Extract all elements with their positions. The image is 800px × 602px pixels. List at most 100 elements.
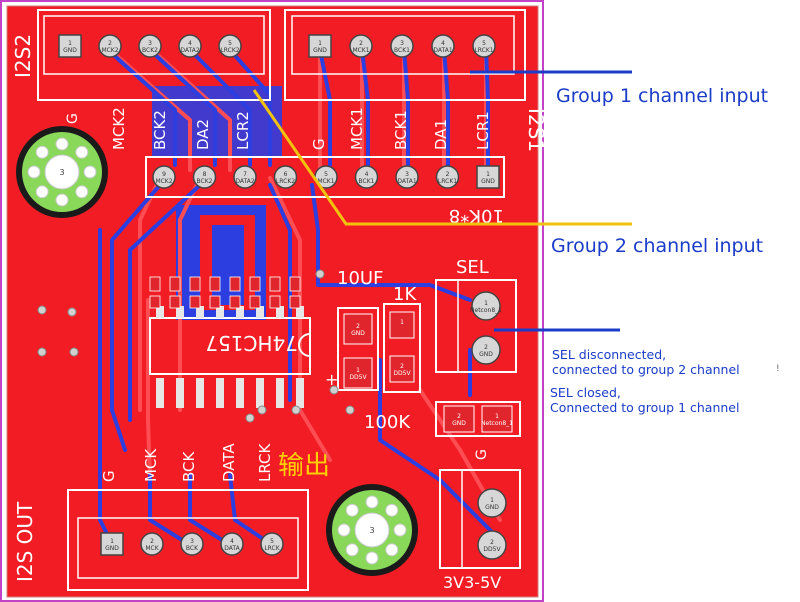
pad-name: GND <box>479 351 493 358</box>
chip-leg <box>196 306 204 318</box>
via <box>345 405 355 415</box>
pad-name: DD5V <box>483 546 501 553</box>
pad-number: 2 <box>490 539 494 546</box>
annotation-group1: Group 1 channel input <box>556 85 769 107</box>
hole-via <box>385 543 399 557</box>
pad-name: DATA1 <box>433 47 452 54</box>
pad-number: 1 <box>484 300 488 307</box>
pad-name: LRCK2 <box>276 178 295 185</box>
hole-via <box>55 193 69 207</box>
header-label: LCR1 <box>474 111 492 150</box>
header-label: DA2 <box>194 119 212 150</box>
pad-name: DD5V <box>349 374 367 381</box>
pad-name: GND <box>351 330 365 337</box>
silk-i2s-out: I2S OUT <box>13 501 37 582</box>
silk-g-left: G <box>65 113 81 124</box>
hole-via <box>337 523 351 537</box>
header-label: BCK1 <box>392 110 410 150</box>
pad-name: Netcon8_1 <box>470 307 502 314</box>
chip-leg <box>156 306 164 318</box>
mounting-hole-left: 3 <box>16 126 108 218</box>
hole-label: 3 <box>59 168 64 177</box>
pad-number: 3 <box>400 40 404 47</box>
pad-number: 5 <box>228 40 232 47</box>
hole-via <box>83 165 97 179</box>
pad-name: Netcon8_1 <box>481 420 513 427</box>
array-pad <box>149 276 161 292</box>
smd-pad: 1 <box>389 311 415 339</box>
pad-name: DATA <box>224 545 240 552</box>
output-label: MCK <box>142 448 160 482</box>
chip-leg <box>256 306 264 318</box>
hole-via <box>75 185 89 199</box>
pad-number: 2 <box>108 40 112 47</box>
pad-name: GND <box>313 47 327 54</box>
via <box>245 413 255 423</box>
output-label: BCK <box>180 450 198 482</box>
pad-name: GND <box>105 545 119 552</box>
silk-voltage: 3V3-5V <box>443 573 501 592</box>
pad-name: DATA2 <box>235 178 254 185</box>
leader-group2 <box>252 89 632 226</box>
array-pad <box>189 295 201 309</box>
array-pad <box>149 295 161 309</box>
pad-name: DATA2 <box>180 47 199 54</box>
hole-via <box>393 523 407 537</box>
pad-name: BCK2 <box>197 178 213 185</box>
annotation-sel-disconnected-line2: connected to group 2 channel <box>552 362 740 377</box>
array-pad <box>229 295 241 309</box>
pad-number: 3 <box>148 40 152 47</box>
chip-leg <box>296 306 304 318</box>
pad-name: BCK2 <box>142 47 158 54</box>
pad-name: MCK <box>145 545 159 552</box>
via <box>37 305 47 315</box>
pad-name: LRCK1 <box>438 178 457 185</box>
annotation-sel-closed-line2: Connected to group 1 channel <box>550 400 740 415</box>
hole-via <box>55 137 69 151</box>
pad-number: 4 <box>365 171 369 178</box>
pad-number: 4 <box>188 40 192 47</box>
pad-name: BCK <box>186 545 199 552</box>
pad-number: 1 <box>400 319 404 326</box>
pad-number: 2 <box>356 323 360 330</box>
annotation-sel-disconnected-line1: SEL disconnected, <box>552 347 667 362</box>
pad-number: 2 <box>359 40 363 47</box>
pad-number: 4 <box>230 538 234 545</box>
pad-name: GND <box>485 504 499 511</box>
silk-sel: SEL <box>456 257 489 278</box>
trace-bottom <box>106 48 177 167</box>
array-pad <box>209 295 221 309</box>
array-pad <box>169 295 181 309</box>
pad-number: 7 <box>243 171 247 178</box>
pad-name: MCK1 <box>317 178 334 185</box>
pad-number: 1 <box>68 40 72 47</box>
trace-bottom <box>268 183 292 402</box>
pad-name: BCK1 <box>359 178 375 185</box>
annotation-sel-closed: SEL closed, Connected to group 1 channel <box>550 385 739 415</box>
pad-name: MCK2 <box>155 178 172 185</box>
chip-leg <box>236 378 244 408</box>
pad-number: 1 <box>356 367 360 374</box>
stray-mark: ! <box>776 364 780 374</box>
